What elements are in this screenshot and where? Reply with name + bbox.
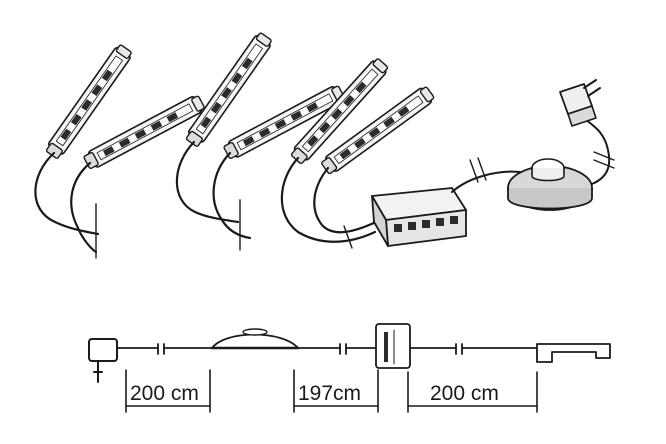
strip-cable xyxy=(313,166,378,234)
strip-connector-icon xyxy=(536,343,611,363)
dimension-label-1: 200 cm xyxy=(130,382,199,405)
strip-cable xyxy=(70,161,98,254)
dimension-label-2: 197cm xyxy=(298,382,361,405)
strip-cable xyxy=(34,151,100,236)
led-strip-group-3 xyxy=(280,56,437,249)
distribution-box xyxy=(371,187,467,247)
main-cable xyxy=(116,343,538,355)
footswitch-side-icon xyxy=(210,328,300,350)
led-strip xyxy=(81,93,207,172)
adapter-plug-icon xyxy=(88,338,118,383)
power-adapter xyxy=(559,79,601,127)
break-mark xyxy=(593,159,615,169)
strip-cable xyxy=(175,140,240,224)
cable xyxy=(451,170,521,193)
led-strip-group-2 xyxy=(175,30,347,251)
footswitch xyxy=(507,158,593,211)
break-mark xyxy=(469,159,479,183)
strip-cable xyxy=(212,151,252,240)
cable xyxy=(583,117,611,185)
break-mark xyxy=(477,157,487,181)
dimension-label-3: 200 cm xyxy=(430,382,499,405)
dimension-lines xyxy=(125,369,538,413)
distribution-box-icon xyxy=(375,323,411,369)
led-strip-group-1 xyxy=(34,42,207,259)
break-mark xyxy=(593,151,615,161)
break-mark xyxy=(343,225,353,249)
